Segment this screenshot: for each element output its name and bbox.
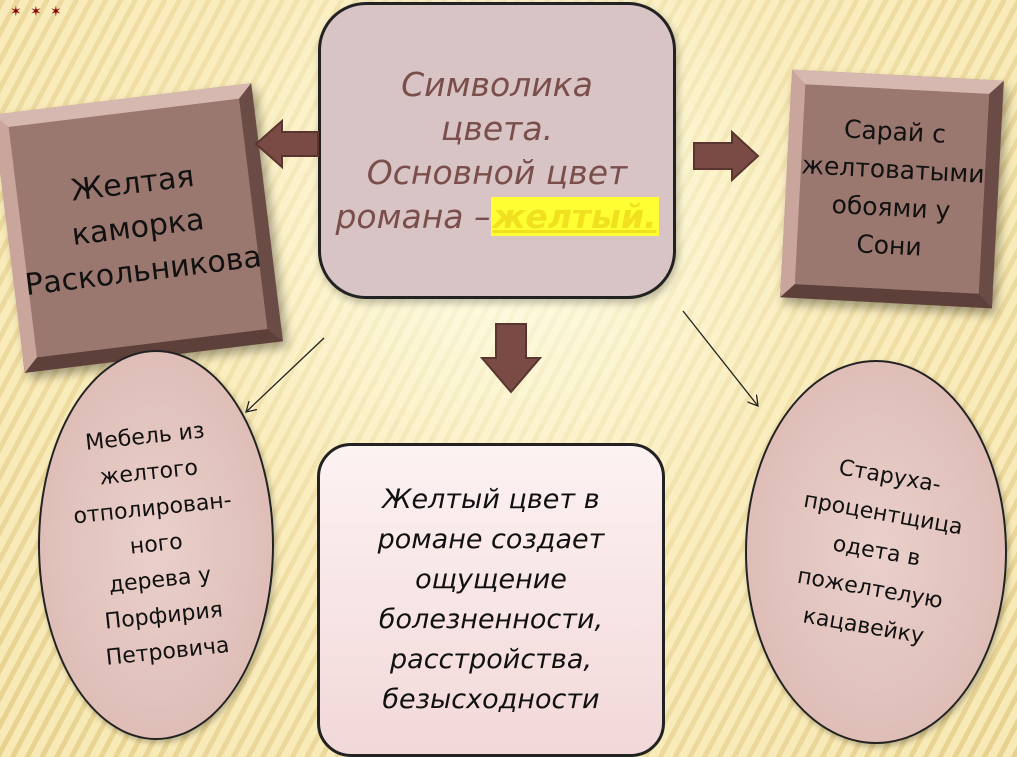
left-box-text: Желтая каморка Раскольникова xyxy=(23,158,264,304)
right-ellipse: Старуха- процентщица одета в пожелтелую … xyxy=(745,360,1007,744)
center-line-3: Основной цвет xyxy=(366,152,628,192)
conclusion-box: Желтый цвет в романе создает ощущение бо… xyxy=(317,443,665,757)
svg-text:✶: ✶ xyxy=(10,4,22,20)
conclusion-text: Желтый цвет в романе создает ощущение бо… xyxy=(377,484,605,715)
center-line-2: цвета. xyxy=(440,108,554,148)
svg-text:✶: ✶ xyxy=(30,4,42,20)
highlighted-word-yellow: желтый. xyxy=(490,196,659,236)
center-line-4-prefix: романа – xyxy=(335,196,491,236)
central-topic-box: Символика цвета. Основной цвет романа –ж… xyxy=(318,2,676,299)
right-ellipse-text: Старуха- процентщица одета в пожелтелую … xyxy=(794,455,965,650)
block-arrow-right-icon xyxy=(693,129,760,183)
right-framed-box: Сарай с желтоватыми обоями у Сони xyxy=(780,69,1004,309)
left-ellipse-text: Мебель из желтого отполирован- ного дере… xyxy=(71,418,233,671)
block-arrow-left-icon xyxy=(254,118,319,170)
right-box-text: Сарай с желтоватыми обоями у Сони xyxy=(800,114,986,262)
center-line-4: романа –желтый. xyxy=(335,195,659,239)
center-line-1: Символика xyxy=(401,64,593,104)
thin-arrow-left-icon xyxy=(246,337,325,412)
left-framed-box: Желтая каморка Раскольникова xyxy=(0,83,283,373)
decorative-stars: ✶ ✶ ✶ xyxy=(10,4,62,20)
left-ellipse: Мебель из желтого отполирован- ного дере… xyxy=(38,350,274,740)
svg-text:✶: ✶ xyxy=(50,4,62,20)
block-arrow-down-icon xyxy=(479,323,543,394)
thin-arrow-right-icon xyxy=(682,310,758,406)
